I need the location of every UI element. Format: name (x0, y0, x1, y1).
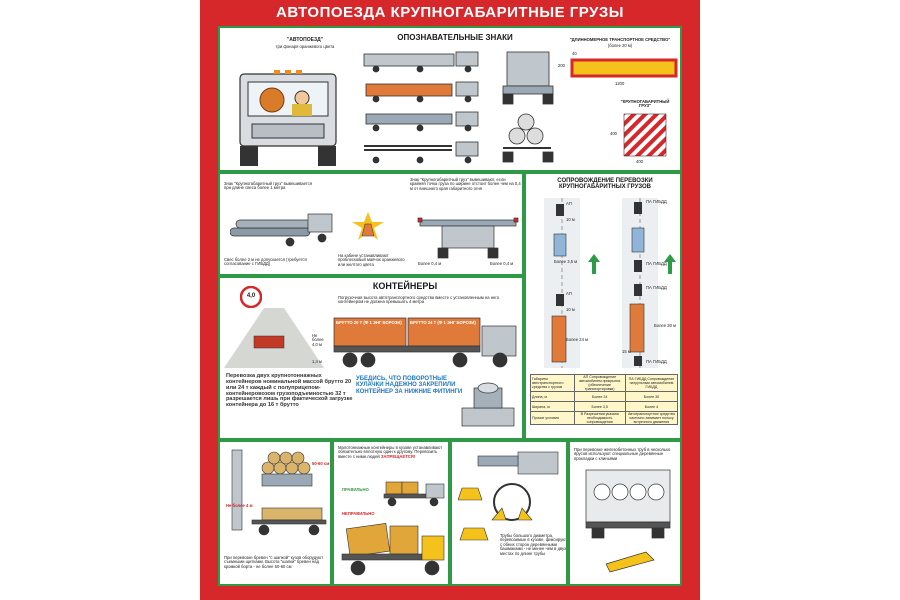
escort-road-diagram-left (544, 198, 580, 368)
truck-rear-wide-load (417, 217, 519, 259)
logs-dim-2: Не более 4 м (226, 503, 253, 508)
oversize-dim-v: 400 (610, 131, 617, 136)
escort-table: Габариты автотранспортного средства с гр… (530, 374, 679, 425)
table-row: Прочие условия В Разрешении указана необ… (530, 411, 679, 425)
twistlock-illustration (461, 382, 515, 427)
escort-d15: 15 м (622, 349, 631, 354)
table-row: Габариты автотранспортного средства с гр… (530, 374, 679, 392)
pipes-text: Трубы большого диаметра, перевозимые в к… (500, 533, 568, 556)
oversize-sign (623, 113, 667, 157)
panel-escort: СОПРОВОЖДЕНИЕ ПЕРЕВОЗКИ КРУПНОГАБАРИТНЫХ… (524, 172, 682, 440)
oversize-dim-h: 400 (636, 159, 643, 164)
logs-truck-illustration (231, 449, 327, 536)
logs-text: При перевозке бревен "с шапкой" кузов об… (224, 555, 324, 569)
escort-d30: Более 30 м (654, 323, 676, 328)
long-vehicle-sub: (более 20 м) (607, 43, 633, 48)
escort-road-diagram-right (622, 198, 658, 368)
road-illustration (224, 308, 324, 368)
overhang-text-4: На кабине устанавливают проблесковый мая… (338, 253, 405, 267)
escort-d10-2: 10 м (566, 307, 575, 312)
long-dim-h: 1200 (615, 81, 625, 86)
escort-pa-3: ПА ГИБДД (646, 285, 667, 290)
container-box-2: БРУТТО 24 Т (Ф 1 ЭНГ БОРОЗИ) (410, 320, 476, 325)
pipes-illustration (458, 451, 559, 541)
long-dim-top: 40 (572, 51, 577, 56)
escort-pa-1: ПА ГИБДД (646, 199, 667, 204)
poster: АВТОПОЕЗДА КРУПНОГАБАРИТНЫЕ ГРУЗЫ "АВТОП… (200, 0, 700, 600)
poster-title: АВТОПОЕЗДА КРУПНОГАБАРИТНЫЕ ГРУЗЫ (276, 4, 624, 21)
table-row: Длина, м Более 24 Более 30 (530, 391, 679, 402)
green-arrow-right (664, 254, 676, 274)
table-row: Ширина, м Более 3,5 Более 4 (530, 401, 679, 412)
escort-ap-1: АП (566, 201, 572, 206)
oversize-label: "КРУПНОГАБАРИТНЫЙ ГРУЗ" (620, 99, 670, 109)
beacon-illustration (352, 212, 384, 240)
table-cell: В Разрешении указана необходимость сопро… (573, 411, 626, 425)
panel-pipes: Трубы большого диаметра, перевозимые в к… (450, 440, 568, 586)
height-limit-sign (240, 286, 262, 308)
escort-d10-1: 10 м (566, 217, 575, 222)
escort-d35: Более 3,5 м (554, 259, 578, 264)
table-cell: Более 3,5 (573, 401, 626, 412)
escort-heading: СОПРОВОЖДЕНИЕ ПЕРЕВОЗКИ КРУПНОГАБАРИТНЫХ… (557, 178, 653, 191)
table-cell: Более 4 (624, 401, 679, 412)
table-cell: Более 24 (573, 391, 626, 402)
containers-main-text: Перевозка двух крупнотоннажных контейнер… (226, 373, 353, 409)
container-truck-illustration (333, 317, 517, 368)
panel-identification-signs: "АВТОПОЕЗД" три фонаря оранжевого цвета … (218, 26, 682, 172)
incorrect-truck-illustration (341, 523, 445, 576)
table-cell: Длина, м (530, 391, 575, 402)
truck-front-illustration (239, 70, 337, 166)
containers-note: УБЕДИСЬ, ЧТО ПОВОРОТНЫЕ КУЛАЧКИ НАДЕЖНО … (356, 376, 463, 395)
escort-d24: Более 24 м (566, 337, 588, 342)
container-side-height: 1,4 м (312, 359, 322, 364)
green-arrow-left (588, 254, 600, 274)
table-cell: Автотранспортное средство частично заним… (624, 411, 679, 425)
dim-left: Более 0,4 м (418, 261, 442, 266)
panel-overhang: Знак "Крупногабаритный груз" вывешиваетс… (218, 172, 524, 276)
truck-rear-views (502, 51, 554, 163)
incorrect-label: НЕПРАВИЛЬНО (342, 511, 375, 516)
overhang-text-3: Знак "Крупногабаритный груз" вывешивают,… (410, 177, 521, 191)
small-containers-body: Малотоннажные контейнеры в кузове устана… (338, 445, 443, 459)
logs-dim: 50-60 см (312, 461, 330, 466)
long-dim-v: 200 (558, 63, 565, 68)
table-cell: Ширина, м (530, 401, 575, 412)
small-containers-text: Малотоннажные контейнеры в кузове устана… (338, 445, 448, 459)
table-cell: Прочие условия (530, 411, 575, 425)
forbidden-label: ЗАПРЕЩАЕТСЯ! (380, 453, 416, 459)
table-cell: Габариты автотранспортного средства с гр… (530, 374, 575, 392)
overhang-text-2: Свес более 2 м не допускается (требуется… (224, 257, 307, 267)
pipe-overhang-illustration (230, 213, 333, 247)
ident-heading: ОПОЗНАВАТЕЛЬНЫЕ ЗНАКИ (397, 33, 513, 42)
autopoezd-label: "АВТОПОЕЗД" (286, 37, 324, 43)
panel-logs: 50-60 см Не более 4 м При перевозке брев… (218, 440, 332, 586)
panel-concrete-pipes: При перевозке железобетонных труб в неск… (568, 440, 682, 586)
containers-intro: Погрузочная высота автотранспортного сре… (338, 295, 500, 305)
dim-right: Более 0,4 м (490, 261, 514, 266)
container-box-1: БРУТТО 20 Т (Ф 1 ЭНГ БОРОЗИ) (336, 320, 402, 325)
table-cell: АП Сопровождение автомобилем прикрытия (… (573, 374, 626, 392)
concrete-pipes-illustration (585, 469, 671, 573)
overhang-text-1: Знак "Крупногабаритный груз" вывешиваетс… (224, 181, 313, 191)
containers-heading: КОНТЕЙНЕРЫ (372, 281, 438, 291)
long-vehicle-label: "ДЛИННОМЕРНОЕ ТРАНСПОРТНОЕ СРЕДСТВО" (569, 37, 671, 42)
height-limit-value: 4,0 (246, 293, 256, 299)
table-cell: Более 30 (624, 391, 679, 402)
autopoezd-sub: три фонаря оранжевого цвета (275, 44, 335, 49)
table-cell: ПА ГИБДД Сопровождение патрульным автомо… (624, 374, 679, 392)
panel-small-containers: Малотоннажные контейнеры в кузове устана… (332, 440, 450, 586)
panel-containers: 4,0 КОНТЕЙНЕРЫ Погрузочная высота автотр… (218, 276, 524, 440)
escort-pa-2: ПА ГИБДД (646, 261, 667, 266)
escort-pa-4: ПА ГИБДД (646, 359, 667, 364)
correct-label: ПРАВИЛЬНО (342, 487, 369, 492)
long-vehicle-sign (570, 58, 678, 78)
concrete-text: При перевозке железобетонных труб в неск… (574, 447, 671, 461)
trucks-side-views (363, 51, 479, 164)
escort-ap-2: АП (566, 291, 572, 296)
container-height-label: Не более 4,0 м (312, 333, 324, 347)
correct-truck-illustration (383, 481, 445, 507)
